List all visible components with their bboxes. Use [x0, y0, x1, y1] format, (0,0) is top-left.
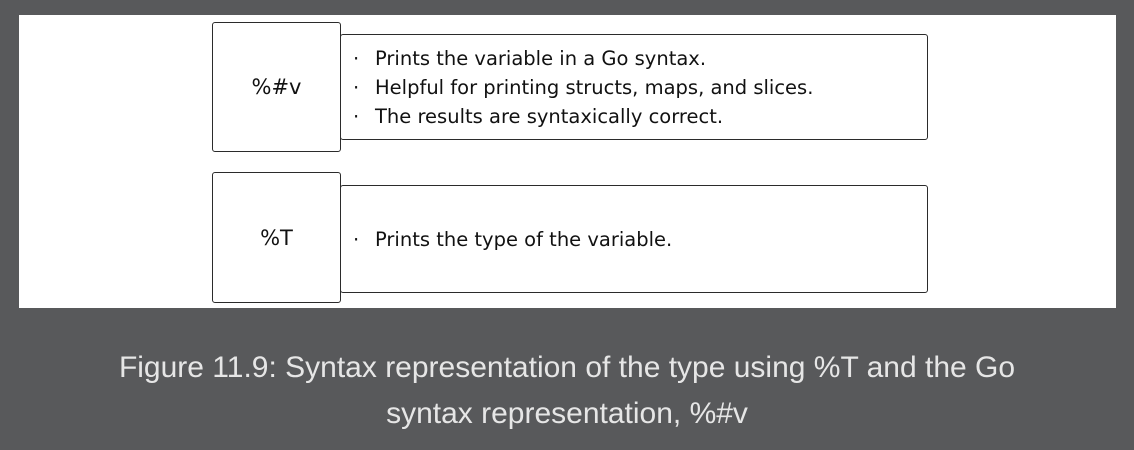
- description-line: · Helpful for printing structs, maps, and…: [353, 73, 927, 102]
- figure-panel: %#v · Prints the variable in a Go syntax.…: [19, 15, 1116, 308]
- figure-caption: Figure 11.9: Syntax representation of th…: [0, 345, 1134, 437]
- caption-line: Figure 11.9: Syntax representation of th…: [118, 351, 1016, 384]
- description-box: · Prints the type of the variable.: [340, 185, 928, 293]
- description-text: Prints the type of the variable.: [375, 227, 673, 251]
- verb-label: %T: [260, 225, 293, 250]
- bullet-icon: ·: [353, 227, 360, 251]
- bullet-icon: ·: [353, 75, 360, 99]
- format-verb-block-type: %T · Prints the type of the variable.: [212, 172, 928, 303]
- description-line: · Prints the type of the variable.: [353, 225, 927, 254]
- caption-line: syntax representation, %#v: [386, 397, 748, 430]
- format-verb-block-go-syntax: %#v · Prints the variable in a Go syntax.…: [212, 22, 928, 152]
- description-text: The results are syntaxically correct.: [375, 104, 724, 128]
- bullet-icon: ·: [353, 104, 360, 128]
- description-text: Prints the variable in a Go syntax.: [375, 46, 707, 70]
- description-box: · Prints the variable in a Go syntax. · He…: [340, 34, 928, 140]
- verb-box: %T: [212, 172, 341, 303]
- verb-label: %#v: [251, 75, 302, 99]
- description-line: · The results are syntaxically correct.: [353, 102, 927, 131]
- bullet-icon: ·: [353, 46, 360, 70]
- description-line: · Prints the variable in a Go syntax.: [353, 44, 927, 73]
- verb-box: %#v: [212, 22, 341, 152]
- description-text: Helpful for printing structs, maps, and …: [375, 75, 814, 99]
